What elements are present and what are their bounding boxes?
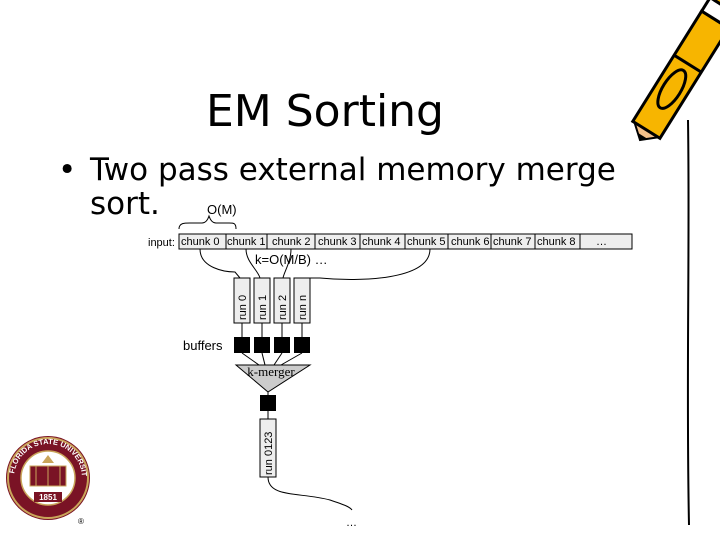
chunk-cell-5: chunk 5	[407, 234, 448, 249]
buffers-label: buffers	[183, 338, 223, 353]
k-label: k=O(M/B) …	[255, 252, 328, 267]
buffer-block-n	[294, 337, 310, 353]
chunk-cell-2: chunk 2	[272, 234, 315, 249]
chunk-cell-1: chunk 1	[227, 234, 267, 249]
chunk-label: chunk 0	[181, 236, 220, 248]
memory-size-label: O(M)	[207, 202, 237, 217]
chunk-label: chunk 6	[451, 236, 490, 248]
chunk-label: chunk 1	[227, 236, 266, 248]
buffer-block-2	[274, 337, 290, 353]
chunk-label: chunk 5	[407, 236, 446, 248]
slide-title: EM Sorting	[206, 86, 444, 137]
output-buffer-block	[260, 395, 276, 411]
chunk-cell-8: chunk 8	[537, 234, 580, 249]
right-margin-line	[688, 120, 689, 525]
run-label-1: run 1	[257, 295, 269, 320]
seal-year: 1851	[39, 493, 57, 502]
buffer-block-0	[234, 337, 250, 353]
pencil-icon	[626, 0, 720, 148]
chunk-cell-7: chunk 7	[493, 234, 535, 249]
output-curve	[268, 477, 352, 510]
chunk-label: chunk 2	[272, 236, 311, 248]
university-seal-logo: FLORIDA STATE UNIVERSITY 1851 ®	[0, 0, 90, 526]
chunk-label: chunk 7	[493, 236, 532, 248]
chunk-cell-6: chunk 6	[451, 234, 491, 249]
output-run-label: run 0123	[263, 432, 275, 475]
run-label-0: run 0	[237, 295, 249, 320]
chunk-label: chunk 3	[318, 236, 357, 248]
k-merger-label: k-merger	[247, 364, 295, 379]
chunk-label: chunk 4	[362, 236, 401, 248]
bullet-text-line1: Two pass external memory merge	[89, 152, 616, 188]
chunk-cell-4: chunk 4	[362, 234, 405, 249]
buffer-block-1	[254, 337, 270, 353]
bottom-ellipsis: …	[346, 517, 357, 529]
bullet-text-line2: sort.	[90, 186, 160, 222]
run-label-n: run n	[297, 295, 309, 320]
seal-ring-text: FLORIDA STATE UNIVERSITY	[0, 0, 89, 477]
input-label: input:	[148, 237, 175, 249]
run-to-buffer-lines	[242, 323, 302, 337]
memory-brace	[179, 216, 236, 229]
chunk-label: chunk 8	[537, 236, 576, 248]
registered-mark-icon: ®	[78, 517, 84, 526]
chunk-ellipsis: …	[596, 236, 607, 248]
bullet-symbol: •	[58, 152, 76, 188]
chunk-cell-3: chunk 3	[318, 234, 360, 249]
run-label-2: run 2	[277, 295, 289, 320]
chunk-cell-0: chunk 0	[181, 234, 226, 249]
